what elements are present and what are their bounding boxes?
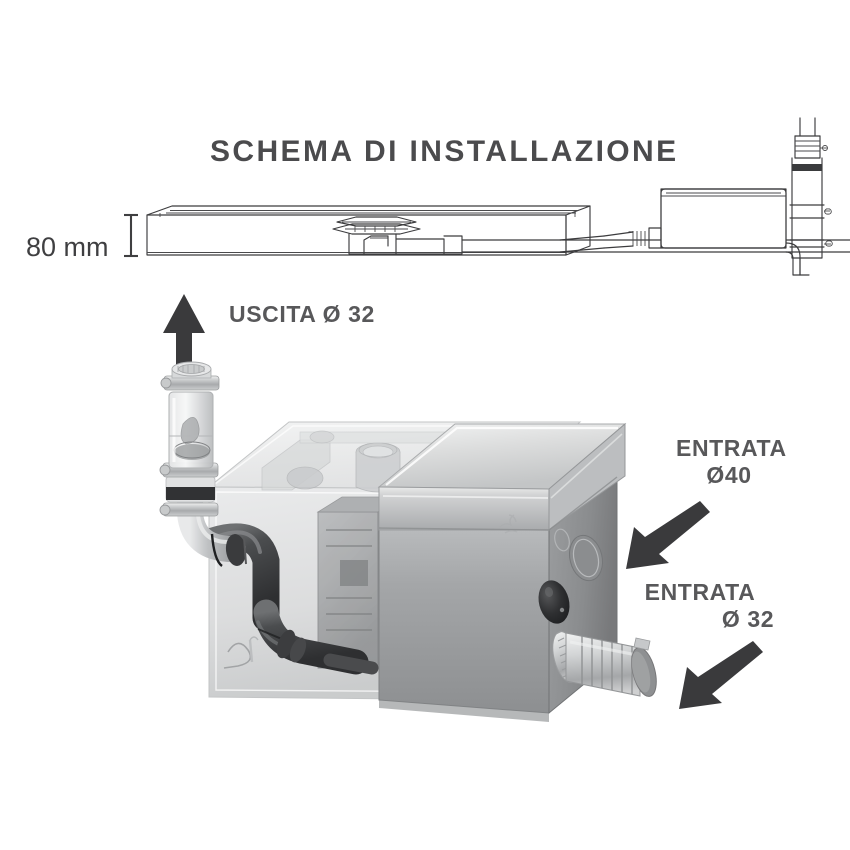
unit-lid: [377, 422, 627, 534]
uscita-arrow-up-icon: [163, 294, 205, 372]
entrata40-arrow-down-left-icon: [626, 501, 710, 569]
dimension-label-80mm: 80 mm: [26, 232, 109, 262]
outlet-pipe-assembly: [159, 361, 247, 567]
dimension-line-80mm: [124, 213, 138, 258]
callout-entrata-40: ENTRATA Ø40: [626, 435, 787, 569]
callout-uscita: USCITA Ø 32: [163, 294, 375, 372]
inlet-connector-32: [552, 630, 657, 697]
callout-entrata-32: ENTRATA Ø 32: [645, 579, 774, 709]
entrata32-arrow-down-left-icon: [679, 641, 763, 709]
page-title: SCHEMA DI INSTALLAZIONE: [210, 135, 679, 168]
lid-logo-icon: [499, 514, 518, 534]
entrata32-label-line2: Ø 32: [722, 606, 774, 632]
entrata32-label-line1: ENTRATA: [645, 579, 756, 605]
inlet-ports: [538, 528, 603, 624]
pump-unit-3d-render: [159, 361, 657, 722]
schematic-pump-unit: [559, 117, 833, 276]
schematic-outlet-pipe: [785, 117, 833, 276]
entrata40-label-line1: ENTRATA: [676, 435, 787, 461]
entrata40-label-line2: Ø40: [706, 462, 751, 488]
uscita-label: USCITA Ø 32: [229, 301, 375, 327]
shower-tray-profile: [146, 205, 591, 256]
